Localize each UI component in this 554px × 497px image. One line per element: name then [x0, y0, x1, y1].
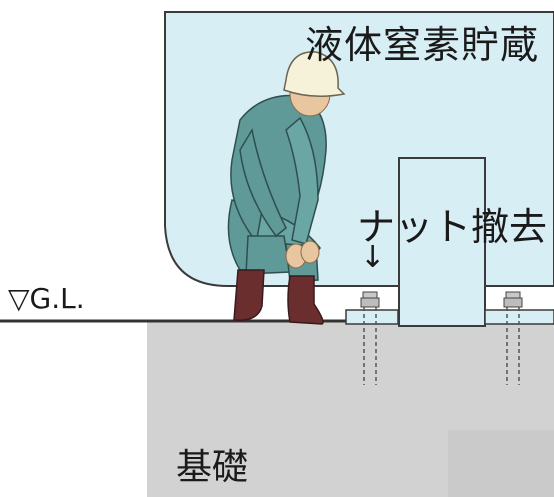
down-arrow-icon: ↓ — [360, 240, 386, 275]
support-leg — [398, 157, 486, 327]
worker-figure — [227, 51, 346, 325]
boot-right — [287, 275, 324, 325]
boot-left — [233, 269, 265, 321]
tank-label: 液体窒素貯蔵 — [305, 23, 540, 67]
helmet — [283, 51, 346, 97]
foundation-label: 基礎 — [176, 447, 249, 488]
nut-removal-label: ナット撤去 — [357, 205, 548, 249]
foundation-texture — [448, 430, 554, 497]
base-plate-left — [345, 309, 399, 325]
anchor-bolt-right — [503, 291, 523, 385]
ground-level-label: ▽G.L. — [8, 282, 85, 315]
anchor-bolt-left — [360, 291, 380, 385]
